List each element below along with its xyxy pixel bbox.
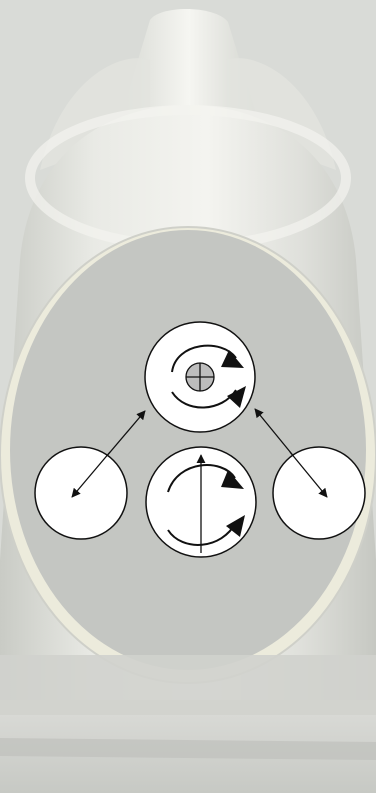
rotate-with-vertical-axis-icon — [146, 447, 256, 557]
machine-base-shelf — [0, 655, 376, 715]
right-blank-circle-icon — [273, 447, 365, 539]
rotate-with-center-crosshair-icon — [145, 322, 255, 432]
left-blank-circle-icon — [35, 447, 127, 539]
